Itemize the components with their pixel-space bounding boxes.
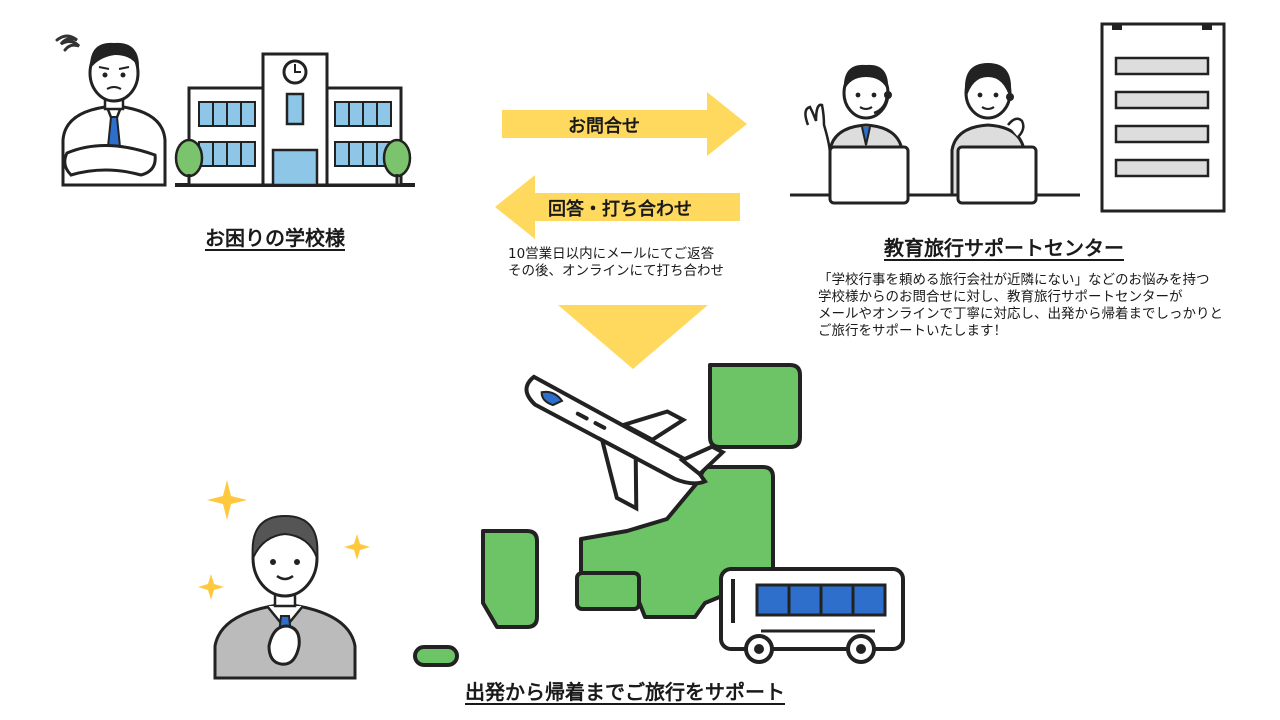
support-staff-illustration bbox=[790, 63, 1080, 205]
reply-note-line: その後、オンラインにて打ち合わせ bbox=[508, 263, 724, 279]
result-label: 出発から帰着までご旅行をサポート bbox=[465, 680, 785, 704]
center-description: 「学校行事を頼める旅行会社が近隣にない」などのお悩みを持つ 学校様からのお問合せ… bbox=[818, 272, 1223, 340]
center-label: 教育旅行サポートセンター bbox=[884, 236, 1124, 260]
school-label: お困りの学校様 bbox=[205, 226, 345, 250]
inquiry-arrow-label: お問合せ bbox=[568, 116, 640, 137]
school-building-illustration bbox=[174, 52, 415, 187]
center-description-line: メールやオンラインで丁寧に対応し、出発から帰着までしっかりと bbox=[818, 306, 1223, 322]
inquiry-arrow bbox=[502, 92, 747, 156]
reply-arrow-label: 回答・打ち合わせ bbox=[548, 199, 692, 220]
bus-graphic bbox=[719, 567, 905, 664]
center-description-line: ご旅行をサポートいたします！ bbox=[818, 323, 1007, 339]
reply-note: 10営業日以内にメールにてご返答 その後、オンラインにて打ち合わせ bbox=[508, 246, 724, 280]
worried-teacher-illustration bbox=[55, 34, 167, 187]
center-description-line: 学校様からのお問合せに対し、教育旅行サポートセンターが bbox=[818, 289, 1183, 305]
reply-note-line: 10営業日以内にメールにてご返答 bbox=[508, 246, 715, 262]
reply-arrow bbox=[495, 175, 740, 239]
down-arrow bbox=[558, 305, 708, 369]
center-description-line: 「学校行事を頼める旅行会社が近隣にない」などのお悩みを持つ bbox=[818, 272, 1210, 288]
happy-teacher-illustration bbox=[198, 480, 370, 680]
office-building-illustration bbox=[1100, 22, 1226, 213]
plane-graphic bbox=[524, 374, 727, 512]
japan-map-illustration bbox=[413, 363, 905, 667]
